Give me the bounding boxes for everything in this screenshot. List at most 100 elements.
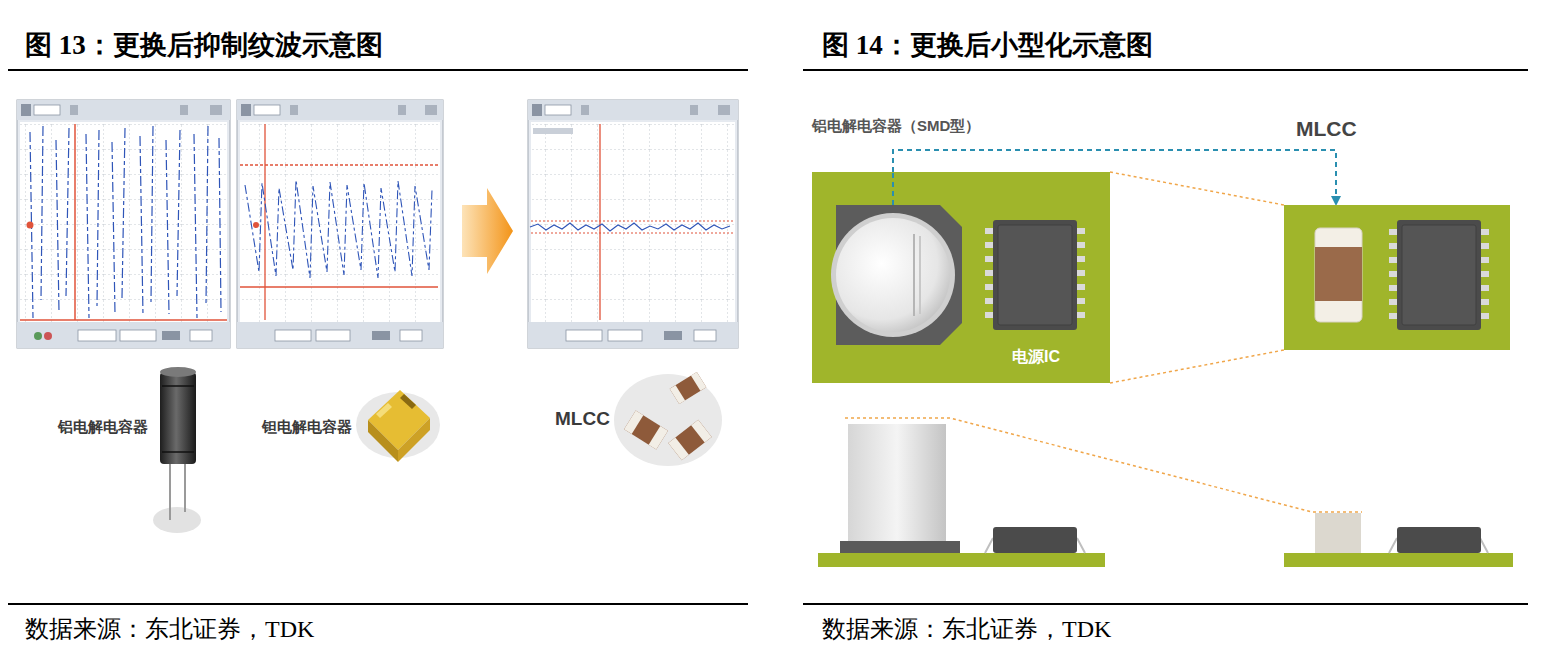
aluminium-capacitor	[160, 367, 196, 377]
oscilloscope-screen	[162, 331, 180, 340]
oscilloscope-screen	[264, 124, 265, 320]
oscilloscope-screen	[531, 122, 735, 322]
tantalum-capacitor	[368, 420, 398, 462]
power-ic	[1389, 299, 1398, 305]
oscilloscope-screen	[17, 100, 230, 348]
mlcc-chips	[614, 374, 722, 466]
aluminium-smd-capacitor	[919, 236, 921, 314]
mlcc-chips	[670, 372, 707, 404]
oscilloscope-screen	[20, 319, 227, 321]
rule-lines	[803, 603, 1528, 605]
mlcc-chips	[649, 426, 668, 449]
oscilloscope-screen	[545, 105, 571, 115]
aluminium-capacitor	[162, 385, 194, 387]
rule-lines	[8, 603, 748, 605]
oscilloscope-screen	[608, 330, 642, 341]
oscilloscope-screen	[30, 126, 221, 318]
power-ic	[1389, 243, 1398, 249]
oscilloscope-screen	[528, 322, 738, 348]
mlcc-component	[1315, 228, 1362, 322]
oscilloscope-screen	[530, 223, 730, 231]
power-ic	[1389, 257, 1398, 263]
zoom-guide-lines	[1110, 350, 1284, 383]
tantalum-capacitor	[398, 418, 430, 462]
oscilloscope-screen	[27, 222, 34, 229]
power-ic	[985, 284, 994, 290]
oscilloscope-screen	[531, 220, 733, 221]
power-ic	[1480, 243, 1489, 249]
component-label: 铝电解电容器	[58, 418, 148, 436]
oscilloscope-screen	[566, 330, 602, 341]
oscilloscope-screen	[34, 332, 42, 340]
oscilloscope-screen	[74, 124, 76, 320]
power-ic	[1389, 271, 1398, 277]
aluminium-smd-capacitor	[913, 234, 915, 316]
oscilloscope-screen	[290, 105, 298, 115]
power-ic	[1076, 270, 1085, 276]
tantalum-capacitor	[356, 390, 440, 462]
oscilloscope-screen	[17, 322, 230, 348]
oscilloscope-screen	[690, 105, 698, 115]
oscilloscope-screen	[20, 122, 227, 322]
rule-lines	[803, 69, 1528, 71]
oscilloscope-screen	[400, 330, 422, 341]
rule-lines	[8, 70, 1528, 604]
side-view-after	[1397, 527, 1481, 553]
oscilloscope-screen	[240, 286, 438, 287]
power-ic	[1480, 299, 1489, 305]
pcb-board: 铝电解电容器（SMD型）电源IC	[812, 172, 1110, 383]
aluminium-capacitor	[160, 372, 196, 464]
tantalum-capacitor	[376, 403, 392, 418]
mlcc-chips	[624, 411, 643, 434]
oscilloscope-screen	[253, 222, 259, 228]
board-heading: 铝电解电容器（SMD型）	[812, 117, 980, 135]
side-view-before	[993, 527, 1077, 553]
oscilloscope-screen	[34, 105, 60, 115]
power-ic	[993, 220, 1077, 330]
side-view-before	[818, 424, 1105, 567]
ic-label: 电源IC	[1012, 347, 1060, 366]
oscilloscope-screen	[531, 232, 733, 233]
mlcc-chips	[668, 437, 689, 460]
mlcc-chips	[624, 411, 668, 450]
mlcc-chips	[614, 372, 722, 466]
power-ic	[1402, 225, 1476, 325]
power-ic	[1389, 313, 1398, 319]
power-ic	[985, 312, 994, 318]
power-ic	[1480, 313, 1489, 319]
side-view-after	[1284, 513, 1513, 567]
transition-arrow	[462, 188, 513, 274]
component-label: 钽电解电容器	[262, 418, 352, 436]
board-drawing	[812, 172, 1110, 383]
oscilloscope-screen	[70, 105, 78, 115]
power-ic	[985, 256, 994, 262]
oscilloscope-screen	[237, 322, 443, 348]
mlcc-component	[1315, 247, 1362, 301]
power-ic	[1389, 220, 1489, 330]
mlcc-chips	[691, 372, 706, 391]
power-ic	[1076, 256, 1085, 262]
board-drawing	[1284, 205, 1510, 350]
oscilloscope-screen	[245, 180, 432, 278]
mlcc-chips	[670, 385, 685, 404]
mlcc-chips	[670, 372, 707, 404]
oscilloscope-screen	[240, 122, 440, 322]
oscilloscope-screen	[398, 105, 406, 115]
aluminium-capacitor	[169, 460, 171, 520]
side-view-before	[840, 541, 960, 553]
oscilloscope-screen	[372, 331, 390, 340]
power-ic	[985, 228, 994, 234]
oscilloscope-screen	[599, 124, 600, 320]
oscilloscope-screen	[532, 104, 542, 116]
aluminium-capacitor	[153, 367, 201, 533]
component-label: MLCC	[555, 408, 610, 431]
oscilloscope-screen	[120, 330, 156, 341]
power-ic	[1076, 312, 1085, 318]
oscilloscope-screen	[581, 105, 589, 115]
mlcc-chips	[624, 411, 668, 450]
board-heading: MLCC	[1296, 116, 1357, 141]
power-ic	[1397, 220, 1481, 330]
oscilloscope-screen	[718, 105, 730, 115]
aluminium-smd-capacitor	[831, 205, 962, 345]
